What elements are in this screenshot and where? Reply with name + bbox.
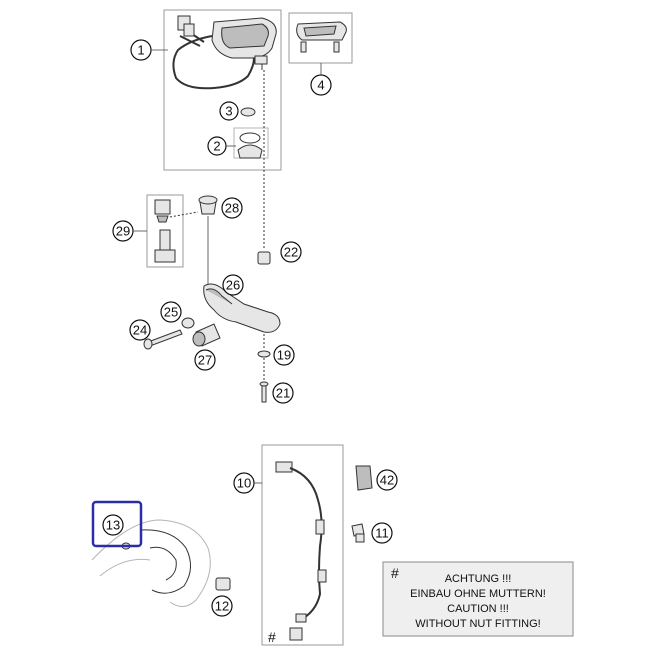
callout-10[interactable]: 10 (233, 472, 262, 494)
cable-group-frame (261, 444, 344, 646)
svg-text:13: 13 (106, 518, 120, 533)
svg-text:11: 11 (375, 526, 389, 541)
svg-text:24: 24 (133, 323, 147, 338)
mounting-kit-frame (288, 12, 353, 64)
svg-text:19: 19 (277, 348, 291, 363)
callout-13[interactable]: 13 (102, 514, 124, 536)
note-line-2: EINBAU OHNE MUTTERN! (410, 588, 546, 600)
svg-text:25: 25 (164, 305, 178, 320)
svg-text:2: 2 (213, 139, 220, 154)
callout-29[interactable]: 29 (112, 220, 147, 242)
svg-text:3: 3 (225, 104, 232, 119)
bracket-part (203, 283, 281, 333)
cap-part (233, 127, 269, 159)
svg-text:22: 22 (284, 245, 298, 260)
callout-2[interactable]: 2 (207, 136, 236, 156)
sleeve-part (215, 577, 231, 591)
switch-part (154, 199, 176, 263)
svg-text:10: 10 (237, 476, 251, 491)
spacer-part (257, 251, 271, 265)
small-washer-part (257, 334, 271, 358)
callout-22[interactable]: 22 (280, 241, 302, 263)
callout-11[interactable]: 11 (371, 522, 393, 544)
callout-25[interactable]: 25 (160, 301, 182, 323)
svg-text:27: 27 (198, 353, 212, 368)
callout-4[interactable]: 4 (310, 63, 332, 96)
callout-19[interactable]: 19 (273, 344, 295, 366)
svg-text:26: 26 (226, 278, 240, 293)
ring-part (240, 107, 256, 117)
clip-part (355, 465, 373, 491)
clamp-part (351, 523, 365, 543)
svg-text:21: 21 (276, 386, 290, 401)
note-line-4: WITHOUT NUT FITTING! (415, 618, 540, 630)
washer-part (181, 317, 195, 329)
callout-12[interactable]: 12 (211, 595, 233, 617)
svg-text:12: 12 (215, 599, 229, 614)
assembly-note: # ACHTUNG !!! EINBAU OHNE MUTTERN! CAUTI… (382, 561, 574, 637)
svg-text:28: 28 (225, 201, 239, 216)
callout-28[interactable]: 28 (221, 197, 243, 219)
switch-dash-line (169, 211, 199, 218)
bushing-part (198, 195, 218, 284)
speedometer-part (172, 15, 277, 90)
svg-text:29: 29 (116, 224, 130, 239)
speedometer-group-frame (163, 9, 282, 171)
callout-27[interactable]: 27 (194, 349, 216, 371)
note-line-1: ACHTUNG !!! (445, 573, 512, 585)
callout-24[interactable]: 24 (129, 319, 151, 341)
svg-text:4: 4 (317, 78, 324, 93)
note-symbol: # (391, 565, 399, 581)
rubber-bushing-part (192, 323, 221, 347)
selection-highlight (91, 500, 143, 548)
cable-mark: # (268, 629, 276, 645)
svg-text:42: 42 (380, 473, 394, 488)
bolt-part (143, 329, 183, 350)
callout-3[interactable]: 3 (219, 101, 239, 121)
callout-26[interactable]: 26 (222, 274, 244, 296)
callout-1[interactable]: 1 (130, 39, 168, 61)
cable-part (275, 461, 327, 641)
screw-part (259, 358, 269, 403)
note-line-3: CAUTION !!! (447, 603, 509, 615)
mounting-kit-part (296, 21, 347, 53)
callout-21[interactable]: 21 (272, 382, 294, 404)
svg-text:1: 1 (137, 43, 144, 58)
callout-42[interactable]: 42 (376, 469, 398, 491)
